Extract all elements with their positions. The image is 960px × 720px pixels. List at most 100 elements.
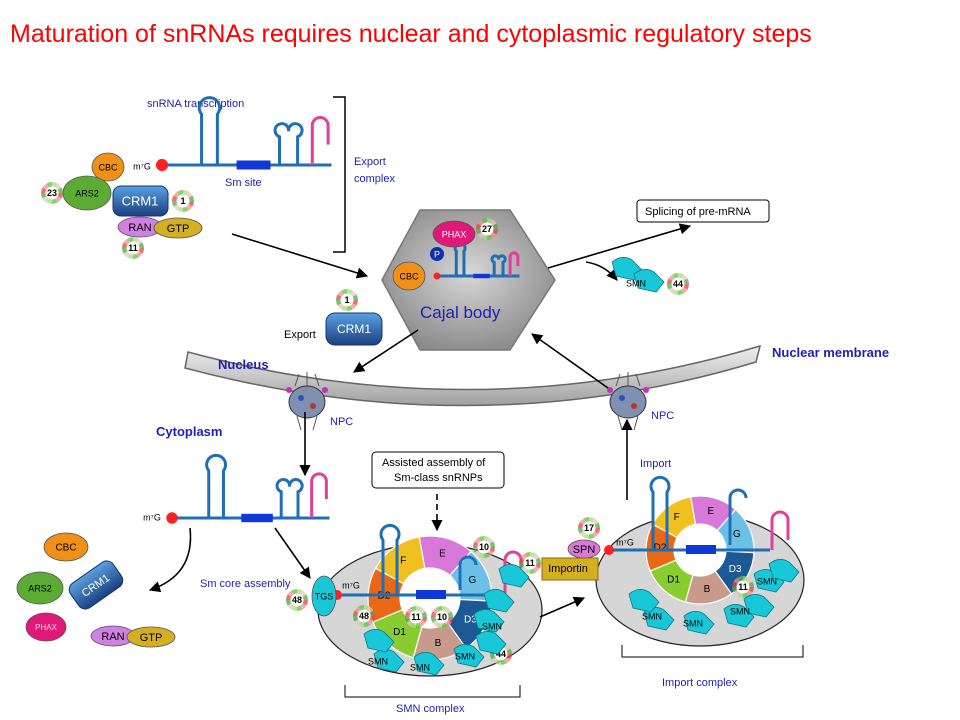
sm-ring-smn-D1-label: D1: [393, 627, 406, 638]
nucleus-label: Nucleus: [218, 357, 269, 372]
rna-cyto: [166, 453, 330, 524]
cbc-cajal: [392, 261, 426, 291]
rna-cyto-sm-site: [241, 513, 273, 523]
crm1-released: [68, 560, 124, 610]
import-smn-blob-6: [768, 559, 800, 583]
import-complex-bracket: [621, 645, 804, 658]
badge-ran-top-value: 11: [128, 243, 138, 253]
gtp-top-label: GTP: [167, 223, 190, 235]
page-title: Maturation of snRNAs requires nuclear an…: [10, 20, 812, 48]
import-smn-label-c: SMN: [683, 618, 703, 628]
cajal-body: [381, 209, 556, 351]
smn-complex-blob-5: [363, 629, 395, 653]
smn-label-d: SMN: [368, 656, 388, 666]
rna-import-pink: [770, 510, 790, 550]
ars2-released-label: ARS2: [28, 583, 52, 593]
smn-complex-blob-6: [483, 589, 515, 613]
sm-ring-import-D2-label: D2: [654, 543, 667, 554]
rna-smn-loop1: [379, 523, 401, 595]
import-smn-blob-4: [643, 607, 675, 631]
badge-spn-value: 17: [584, 523, 594, 533]
cytoplasm-label: Cytoplasm: [156, 424, 222, 439]
gtp-released-label: GTP: [140, 632, 163, 644]
phax-cajal: [432, 220, 476, 248]
smn-label-c: SMN: [410, 662, 430, 672]
badge-ars2: 23: [41, 182, 63, 204]
cbc-cajal-label: CBC: [399, 271, 419, 281]
rna-smn-loop2: [458, 555, 478, 590]
crm1-top: [112, 185, 169, 217]
cbc-released-label: CBC: [55, 543, 76, 554]
assisted-assembly-label-1: Assisted assembly of: [382, 457, 486, 469]
sm-ring-import-G-label: G: [733, 529, 741, 540]
smn-cajal-label: SMN: [626, 278, 646, 288]
phax-cajal-label: PHAX: [442, 229, 467, 239]
ran-released-label: RAN: [101, 631, 124, 643]
assisted-assembly-label-2: Sm-class snRNPs: [394, 472, 483, 484]
flow-arrows: [148, 223, 692, 618]
smn-complex-label: SMN complex: [396, 703, 465, 715]
sm-ring-import-E-label: E: [707, 506, 714, 517]
badge-ars2-value: 23: [47, 188, 57, 198]
npc-right: [607, 372, 649, 431]
ran-top-label: RAN: [128, 222, 151, 234]
cbc-top-label: CBC: [98, 162, 118, 172]
m7g-import: m⁷G: [616, 537, 634, 547]
import-smn-label-a: SMN: [757, 576, 777, 586]
badge-smn-44-value: 44: [496, 649, 506, 659]
gtp-released: [126, 626, 176, 648]
phax-released: [25, 612, 67, 642]
badge-phax-cajal-value: 27: [482, 224, 492, 234]
cajal-body-label: Cajal body: [420, 303, 501, 322]
nuclear-membrane-label: Nuclear membrane: [772, 345, 889, 360]
cbc-top: [91, 152, 125, 182]
smn-complex-blob-0: [473, 609, 505, 633]
rna-cajal-sm-site: [473, 273, 490, 279]
crm1-top-label: CRM1: [122, 193, 159, 208]
sm-site-label: Sm site: [225, 177, 262, 189]
badge-crm1-export-value: 1: [344, 295, 349, 305]
smn-label-b: SMN: [455, 651, 475, 661]
export-complex-label-1: Export: [354, 156, 386, 168]
badge-d2-value: 48: [359, 611, 369, 621]
m7g-top: m⁷G: [133, 161, 151, 171]
npc-left: [286, 372, 328, 431]
badge-d1-11: 11: [405, 606, 427, 628]
npc-label-right: NPC: [651, 410, 674, 422]
nuclear-membrane: Nucleus Nuclear membrane Cytoplasm: [156, 344, 889, 439]
assisted-assembly-box: Assisted assembly of Sm-class snRNPs: [371, 451, 505, 489]
badge-import-11-value: 11: [738, 582, 748, 592]
tgs-protein: [311, 575, 337, 617]
ars2-released: [16, 571, 64, 605]
import-smn-label-d: SMN: [642, 611, 662, 621]
badge-spn: 17: [578, 517, 600, 539]
cajal-body-group: Cajal body: [381, 209, 556, 351]
badge-g10: 10: [473, 536, 495, 558]
badge-g10-value: 10: [479, 542, 489, 552]
badge-ran-top: 11: [121, 237, 144, 259]
splicing-box: Splicing of pre-mRNA: [636, 199, 770, 223]
badge-crm1-top-value: 1: [180, 196, 185, 206]
smn-complex-bracket: [344, 685, 521, 698]
badge-smn-11-value: 11: [525, 558, 535, 568]
import-smn-blob-5: [628, 589, 660, 613]
smn-label-a: SMN: [482, 621, 502, 631]
ars2-top-label: ARS2: [75, 188, 99, 198]
rna-cajal-cap: [433, 272, 441, 280]
sm-ring-smn-B-label: B: [435, 638, 442, 649]
sm-ring-import-D1-label: D1: [667, 575, 680, 586]
badge-d2: 48: [353, 605, 375, 627]
snrna-transcription-label: snRNA transcription: [147, 98, 244, 110]
badge-smn-cajal: 44: [667, 273, 689, 295]
cbc-released: [43, 532, 89, 562]
sm-ring-import-B-label: B: [704, 584, 711, 595]
smn-complex-blob-3: [413, 652, 445, 676]
smn-cajal-2: [633, 269, 665, 293]
rna-import-loop2: [728, 488, 748, 545]
badge-d1-10-value: 10: [437, 612, 447, 622]
badge-phax-cajal: 27: [476, 218, 498, 240]
m7g-cyto: m⁷G: [143, 512, 161, 522]
